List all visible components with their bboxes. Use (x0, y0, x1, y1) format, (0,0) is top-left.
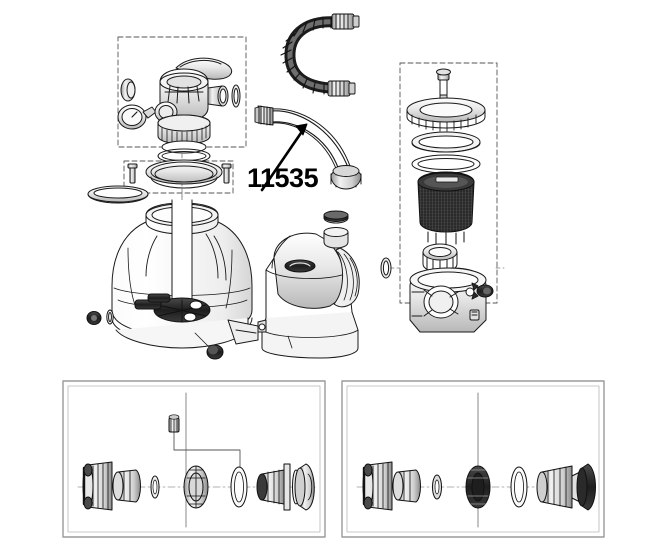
lid-ring (406, 97, 486, 132)
tank-lid-gasket (87, 185, 149, 204)
motor-unit (257, 210, 392, 359)
hose-collar-lower (330, 165, 362, 190)
drain-cap (194, 332, 224, 360)
filler-cap (323, 210, 349, 224)
valve-handle (175, 57, 233, 80)
part-number-label-11535: 11535 (247, 163, 319, 193)
motor-housing (265, 227, 354, 331)
large-oring (230, 466, 248, 508)
group-box-valve (117, 36, 247, 148)
valve-left-cap (120, 78, 136, 102)
inlet-cap (576, 463, 596, 511)
wall-fitting (256, 463, 291, 511)
lid-oring-lower (411, 154, 481, 174)
lateral-assembly (134, 293, 211, 323)
pump-body (409, 267, 487, 333)
motor-oring (380, 257, 392, 279)
hose-adapter (362, 461, 393, 511)
end-cap-oring (231, 84, 241, 108)
tank-base (111, 317, 259, 349)
clamp-band (145, 159, 223, 189)
hose-nut-top (331, 13, 360, 30)
strainer-basket (417, 171, 475, 246)
fitting-panel-right (341, 380, 605, 538)
dark-corrugated-hose (280, 13, 360, 97)
lid-knob (436, 68, 451, 101)
strainer-housing-assembly (406, 68, 494, 333)
strainer-grate (465, 465, 491, 509)
flat-washer (432, 474, 442, 500)
threaded-collar-nut (157, 114, 211, 154)
base-nut (86, 311, 102, 325)
large-oring (510, 466, 528, 508)
hose-collar-upper (254, 105, 274, 126)
motor-base (257, 311, 359, 359)
collar-nut (112, 469, 141, 503)
drop-line-part (168, 414, 241, 471)
clamp-bolt-right (221, 163, 232, 184)
clamp-ring-assembly (127, 159, 232, 189)
flat-washer (150, 475, 160, 499)
motor-badge (284, 259, 316, 273)
inlet-cap (294, 463, 315, 511)
white-ribbed-curved-hose (254, 105, 362, 190)
union-nut (422, 243, 458, 273)
clamp-bolt-left (127, 163, 138, 184)
valve-assembly (117, 57, 241, 164)
hose-adapter (82, 461, 113, 511)
valve-side-port (207, 85, 229, 107)
collar-nut (392, 469, 421, 503)
hose-nut-bottom (327, 80, 356, 97)
group-box-clamp (123, 160, 234, 194)
fitting-panel-left (62, 380, 326, 538)
base-washer (106, 309, 114, 325)
callout-arrow-11535 (260, 123, 308, 192)
tank-body (86, 199, 259, 360)
pressure-gauge (117, 104, 157, 130)
drain-plug (471, 282, 494, 300)
lid-oring-upper (411, 131, 481, 153)
fan-shroud (333, 247, 360, 308)
standpipe (171, 199, 193, 301)
strainer-grate (183, 465, 209, 509)
